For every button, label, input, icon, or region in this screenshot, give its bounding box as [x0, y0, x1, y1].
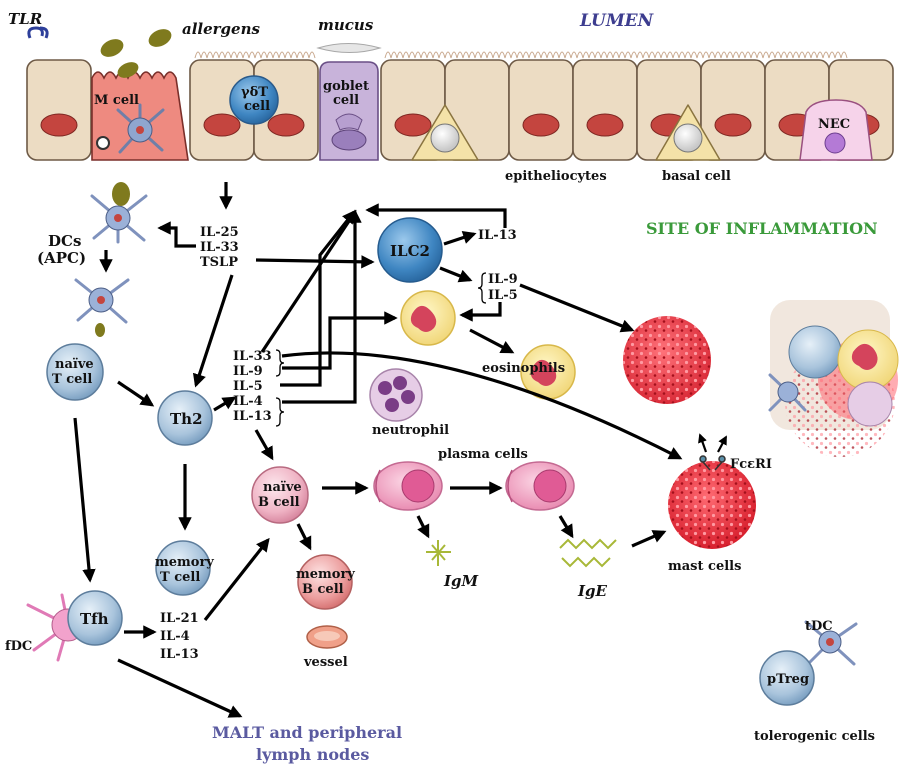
- eosinophil-bottom: [520, 344, 576, 400]
- label-fdc: fDC: [5, 639, 32, 654]
- label-naive-t-1: naïve: [55, 357, 94, 372]
- label-vessel: vessel: [303, 655, 348, 670]
- label-ige: IgE: [577, 582, 608, 600]
- label-mast-cells: mast cells: [668, 559, 741, 574]
- ige-antibodies: [559, 538, 617, 568]
- cytokine-brackets: [275, 272, 487, 427]
- inflammation-cluster: [768, 300, 899, 457]
- label-tfh: Tfh: [80, 610, 109, 628]
- plasma-cell-2: [505, 461, 575, 511]
- label-igm: IgM: [443, 572, 479, 590]
- basal-cell-2: [655, 104, 721, 161]
- naive-t-cell: [46, 343, 104, 401]
- label-th2-cyto-3: IL-5: [233, 379, 263, 394]
- label-goblet-cell-1: goblet: [323, 79, 369, 94]
- th2-cell: [157, 390, 213, 446]
- nec-cell: [799, 99, 873, 161]
- label-cyto-top-1: IL-25: [200, 225, 239, 240]
- gamma-delta-t-cell: [229, 75, 279, 125]
- allergen-particles: [100, 29, 172, 78]
- label-th2-cyto-4: IL-4: [233, 394, 263, 409]
- label-fceri: FcεRI: [730, 457, 772, 472]
- label-tfh-cyto-1: IL-21: [160, 611, 199, 626]
- label-memory-t-1: memory: [155, 555, 214, 570]
- label-th2-cyto-2: IL-9: [233, 364, 263, 379]
- label-epitheliocytes: epitheliocytes: [505, 169, 607, 184]
- label-goblet-cell-2: cell: [333, 93, 359, 108]
- label-ilc2-il13: IL-13: [478, 228, 517, 243]
- label-th2-cyto-1: IL-33: [233, 349, 272, 364]
- label-th2: Th2: [170, 410, 203, 428]
- label-lumen: LUMEN: [579, 11, 655, 31]
- label-tdc: tDC: [805, 619, 833, 634]
- neutrophil-cell: [369, 368, 423, 422]
- eosinophil-top: [400, 290, 456, 346]
- basal-cell-1: [411, 104, 479, 161]
- label-gdt-cell-2: cell: [244, 99, 270, 114]
- goblet-cell: [319, 61, 379, 161]
- label-site-of-inflammation: SITE OF INFLAMMATION: [646, 219, 878, 238]
- label-tlr: TLR: [8, 10, 42, 28]
- tolerogenic-dendritic-cell: [804, 620, 858, 666]
- label-nec: NEC: [818, 117, 850, 132]
- label-ilc2-il5: IL-5: [488, 288, 518, 303]
- tlr-receptor: [27, 26, 49, 39]
- label-naive-b-1: naïve: [263, 480, 302, 495]
- label-ilc2: ILC2: [390, 242, 430, 260]
- label-mucus: mucus: [318, 16, 374, 34]
- epithelium-layer: [26, 26, 894, 161]
- label-naive-b-2: B cell: [258, 495, 300, 510]
- label-m-cell: M cell: [94, 93, 139, 108]
- naive-b-cell: [251, 466, 309, 524]
- label-memory-b-2: B cell: [302, 582, 344, 597]
- ptreg-cell: [759, 650, 815, 706]
- pathway-arrows: [73, 182, 683, 718]
- dendritic-cell-top: [90, 182, 148, 244]
- label-cyto-top-2: IL-33: [200, 240, 239, 255]
- m-cell: [91, 71, 189, 161]
- label-memory-b-1: memory: [296, 567, 355, 582]
- label-neutrophil: neutrophil: [372, 423, 449, 438]
- vessel-cell: [306, 625, 348, 649]
- label-gdt-cell-1: γδT: [241, 85, 268, 100]
- mast-cell-degranulating: [623, 316, 711, 404]
- ilc2-cell: [377, 217, 443, 283]
- mucus-blob: [316, 43, 382, 53]
- label-dcs-1: DCs: [48, 232, 81, 250]
- label-plasma-cells: plasma cells: [438, 447, 528, 462]
- cilia: [194, 51, 848, 59]
- label-memory-t-2: T cell: [160, 570, 200, 585]
- label-basal-cell: basal cell: [662, 169, 731, 184]
- igm-antibodies: [426, 540, 451, 566]
- label-tfh-cyto-2: IL-4: [160, 629, 190, 644]
- label-tfh-cyto-3: IL-13: [160, 647, 199, 662]
- label-th2-cyto-5: IL-13: [233, 409, 272, 424]
- label-dcs-2: (APC): [37, 249, 86, 267]
- mast-cell: [668, 433, 756, 549]
- label-malt-2: lymph nodes: [256, 745, 369, 764]
- label-tolerogenic-cells: tolerogenic cells: [754, 729, 875, 744]
- label-allergens: allergens: [182, 20, 260, 38]
- dendritic-cell-bottom: [74, 278, 130, 337]
- label-eosinophils: eosinophils: [482, 361, 565, 376]
- label-ilc2-il9: IL-9: [488, 272, 518, 287]
- memory-t-cell: [155, 540, 211, 596]
- memory-b-cell: [297, 554, 353, 610]
- label-malt-1: MALT and peripheral: [212, 723, 402, 742]
- plasma-cell-1: [373, 461, 443, 511]
- label-naive-t-2: T cell: [52, 372, 92, 387]
- tfh-cell: [67, 590, 123, 646]
- label-ptreg: pTreg: [767, 672, 809, 687]
- label-cyto-top-3: TSLP: [200, 255, 238, 270]
